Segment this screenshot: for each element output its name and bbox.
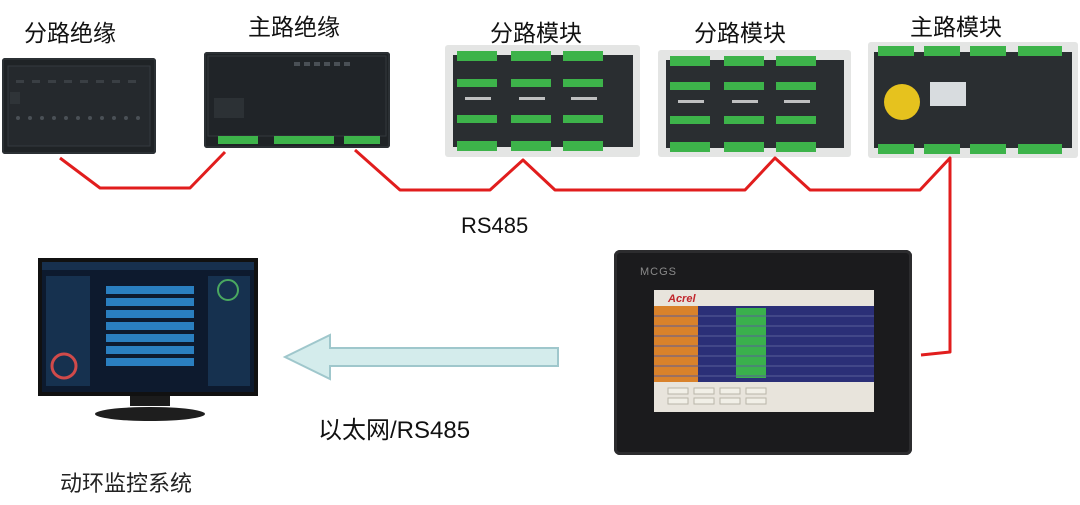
device-main-insulation-detail: [207, 55, 387, 144]
device-branch-module-1: [445, 45, 640, 157]
hmi-touch-panel: MCGS Acrel: [614, 250, 912, 455]
hmi-screen: Acrel: [654, 290, 874, 412]
device-branch-insulation-detail: [7, 65, 151, 147]
label-uplink: 以太网/RS485: [318, 417, 471, 444]
bus-segment-2: [354, 148, 952, 357]
label-main-module: 主路模块: [910, 15, 1002, 41]
device-main-insulation: [204, 52, 390, 148]
hmi-logo: Acrel: [668, 293, 696, 305]
device-main-module: [868, 42, 1078, 158]
label-branch-insulation: 分路绝缘: [24, 21, 116, 47]
monitor-dashboard: [42, 262, 254, 386]
label-system: 动环监控系统: [60, 472, 193, 497]
device-branch-insulation: [2, 58, 156, 154]
device-main-module-detail: [874, 46, 1072, 154]
label-main-insulation: 主路绝缘: [248, 15, 340, 41]
label-branch-module-2: 分路模块: [694, 21, 786, 47]
device-branch-module-2: [658, 50, 851, 157]
label-rs485: RS485: [461, 213, 529, 238]
device-branch-module-2-detail: [666, 56, 844, 152]
monitor-screen: [38, 258, 258, 396]
label-branch-module-1: 分路模块: [490, 21, 582, 47]
hmi-brand: MCGS: [640, 266, 677, 278]
hmi-screen-table: [654, 306, 874, 405]
device-branch-module-1-detail: [453, 51, 633, 151]
bus-segment-1: [59, 150, 227, 190]
